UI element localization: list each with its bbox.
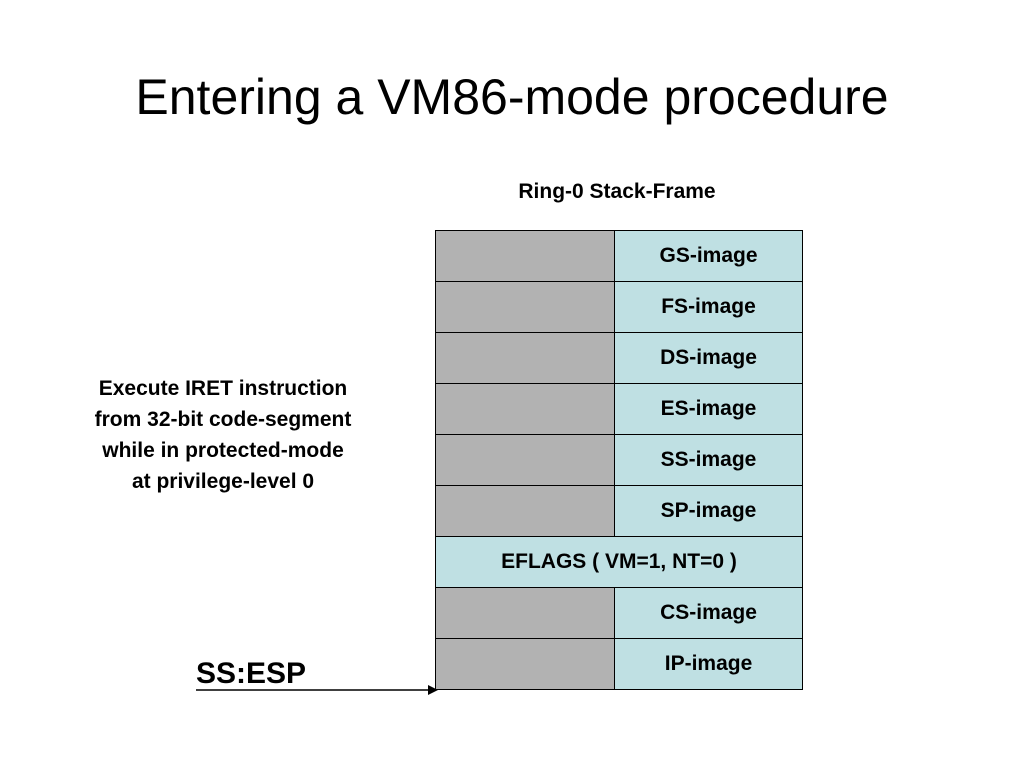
slide-title: Entering a VM86-mode procedure: [135, 69, 889, 125]
stack-row-upper-half: [436, 231, 615, 281]
stack-row-label: CS-image: [615, 588, 802, 638]
stack-row: FS-image: [436, 282, 802, 333]
stack-row-label: SP-image: [615, 486, 802, 536]
stack-row: SP-image: [436, 486, 802, 537]
stack-row-upper-half: [436, 639, 615, 689]
stack-row-label: DS-image: [615, 333, 802, 383]
stack-row-upper-half: [436, 384, 615, 434]
stack-row: ES-image: [436, 384, 802, 435]
stack-row-label: SS-image: [615, 435, 802, 485]
stack-row: IP-image: [436, 639, 802, 690]
stack-row: DS-image: [436, 333, 802, 384]
stack-row: GS-image: [436, 231, 802, 282]
stack-row-upper-half: [436, 435, 615, 485]
stack-row-upper-half: [436, 282, 615, 332]
stack-pointer-label: SS:ESP: [196, 657, 307, 690]
stack-row-label: EFLAGS ( VM=1, NT=0 ): [436, 537, 802, 587]
stack-row: CS-image: [436, 588, 802, 639]
stack-row-upper-half: [436, 588, 615, 638]
stack-frame-title: Ring-0 Stack-Frame: [518, 180, 716, 203]
stack-row-label: FS-image: [615, 282, 802, 332]
stack-row-label: IP-image: [615, 639, 802, 689]
stack-row: EFLAGS ( VM=1, NT=0 ): [436, 537, 802, 588]
stack-row-upper-half: [436, 333, 615, 383]
stack-pointer-arrow-icon: [196, 685, 438, 695]
instruction-note: Execute IRET instruction from 32-bit cod…: [94, 377, 352, 493]
stack-row-label: ES-image: [615, 384, 802, 434]
stack-row-upper-half: [436, 486, 615, 536]
stack-row: SS-image: [436, 435, 802, 486]
stack-row-label: GS-image: [615, 231, 802, 281]
